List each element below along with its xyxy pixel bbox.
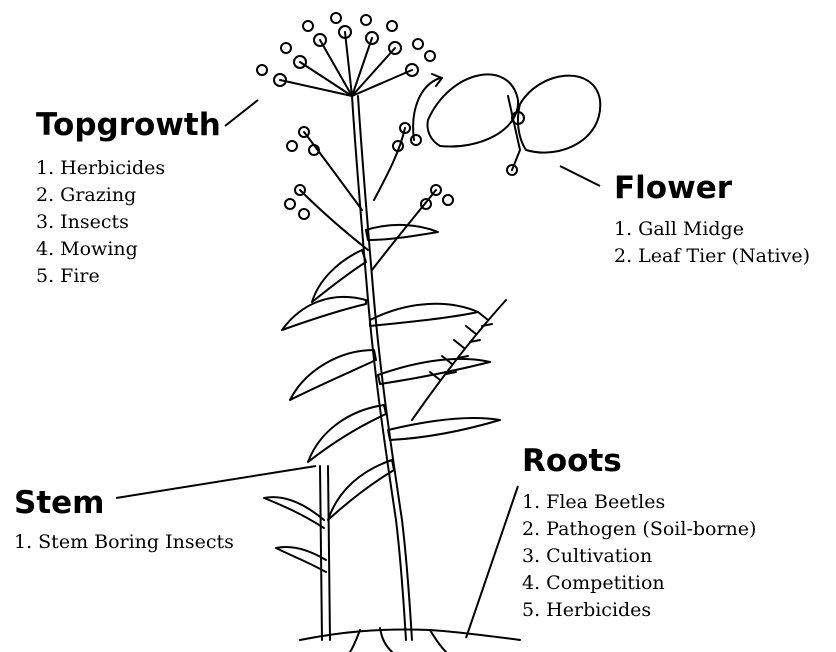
flower-section: Flower 1. Gall Midge 2. Leaf Tier (Nativ…: [614, 173, 810, 270]
enlarged-flower: [428, 74, 601, 175]
roots-section: Roots 1. Flea Beetles 2. Pathogen (Soil-…: [522, 446, 756, 624]
list-item: 1. Gall Midge: [614, 216, 810, 243]
list-item: 1. Flea Beetles: [522, 489, 756, 516]
list-item: 5. Herbicides: [522, 597, 756, 624]
flower-leader: [560, 166, 600, 186]
list-item: 4. Competition: [522, 570, 756, 597]
flower-list: 1. Gall Midge 2. Leaf Tier (Native): [614, 216, 810, 270]
roots: [300, 629, 520, 640]
list-item: 2. Leaf Tier (Native): [614, 243, 810, 270]
leaf: [370, 304, 478, 326]
list-item: 2. Pathogen (Soil-borne): [522, 516, 756, 543]
stem-heading: Stem: [14, 488, 234, 519]
list-item: 5. Fire: [36, 263, 221, 290]
roots-leader: [466, 486, 518, 638]
stem-section: Stem 1. Stem Boring Insects: [14, 488, 234, 556]
list-item: 4. Mowing: [36, 236, 221, 263]
list-item: 3. Insects: [36, 209, 221, 236]
leaf: [290, 350, 376, 400]
leaf: [328, 460, 394, 520]
list-item: 1. Herbicides: [36, 155, 221, 182]
stem-list: 1. Stem Boring Insects: [14, 529, 234, 556]
leaf: [282, 297, 366, 330]
topgrowth-leader: [225, 100, 258, 126]
topgrowth-heading: Topgrowth: [36, 110, 221, 141]
topgrowth-list: 1. Herbicides 2. Grazing 3. Insects 4. M…: [36, 155, 221, 290]
list-item: 2. Grazing: [36, 182, 221, 209]
arrow: [413, 78, 440, 140]
list-item: 3. Cultivation: [522, 543, 756, 570]
roots-heading: Roots: [522, 446, 756, 477]
roots-list: 1. Flea Beetles 2. Pathogen (Soil-borne)…: [522, 489, 756, 624]
topgrowth-section: Topgrowth 1. Herbicides 2. Grazing 3. In…: [36, 110, 221, 290]
flower-heading: Flower: [614, 173, 810, 204]
list-item: 1. Stem Boring Insects: [14, 529, 234, 556]
flower-cluster-small: [285, 123, 453, 219]
leaf: [388, 418, 500, 440]
leaf: [378, 359, 490, 384]
leaf: [308, 405, 386, 462]
leaf: [312, 250, 366, 302]
